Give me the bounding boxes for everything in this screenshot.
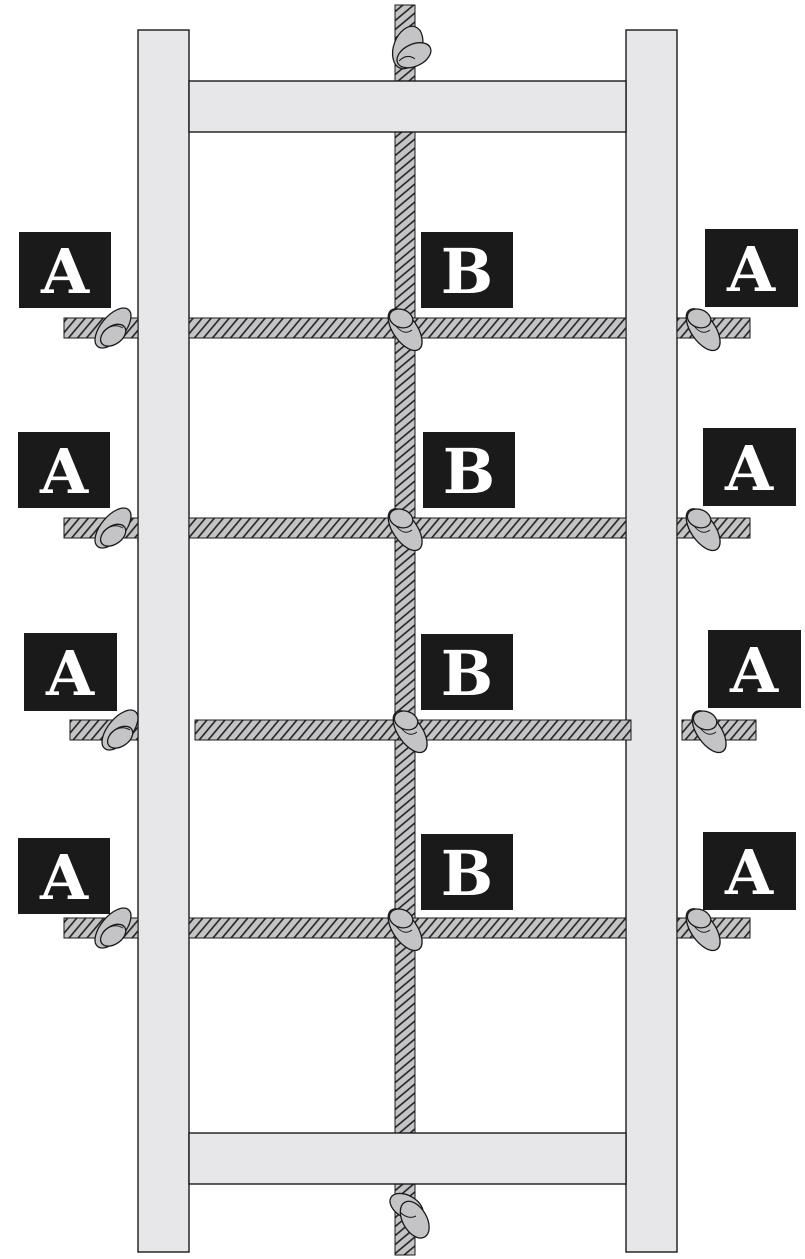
label-b-4-text: B: [441, 837, 493, 910]
label-a-left-3-text: A: [45, 637, 95, 710]
right-post: [626, 30, 677, 1252]
center-rope: [395, 5, 415, 1255]
top-rung: [189, 81, 626, 132]
label-a-left-1: A: [19, 232, 111, 308]
label-b-2: B: [423, 432, 515, 508]
label-a-right-4-text: A: [724, 836, 774, 909]
label-a-left-4-text: A: [39, 841, 89, 914]
bottom-rung: [189, 1133, 626, 1184]
label-a-left-1-text: A: [40, 235, 90, 308]
label-a-right-3-text: A: [729, 634, 779, 707]
label-b-3: B: [421, 634, 513, 710]
label-a-right-2: A: [703, 428, 796, 506]
top-knot: [387, 22, 435, 73]
label-a-left-2: A: [18, 432, 110, 508]
label-b-3-text: B: [441, 637, 493, 710]
label-b-2-text: B: [443, 435, 495, 508]
label-b-1: B: [421, 232, 513, 308]
label-a-left-2-text: A: [39, 435, 89, 508]
label-b-4: B: [421, 834, 513, 910]
label-a-left-4: A: [18, 838, 110, 914]
label-a-right-4: A: [703, 832, 796, 910]
label-a-right-1: A: [705, 229, 798, 307]
left-post: [138, 30, 189, 1252]
label-b-1-text: B: [441, 235, 493, 308]
label-a-right-1-text: A: [726, 233, 776, 306]
label-a-right-3: A: [708, 630, 801, 708]
label-a-right-2-text: A: [724, 432, 774, 505]
label-a-left-3: A: [24, 633, 117, 711]
